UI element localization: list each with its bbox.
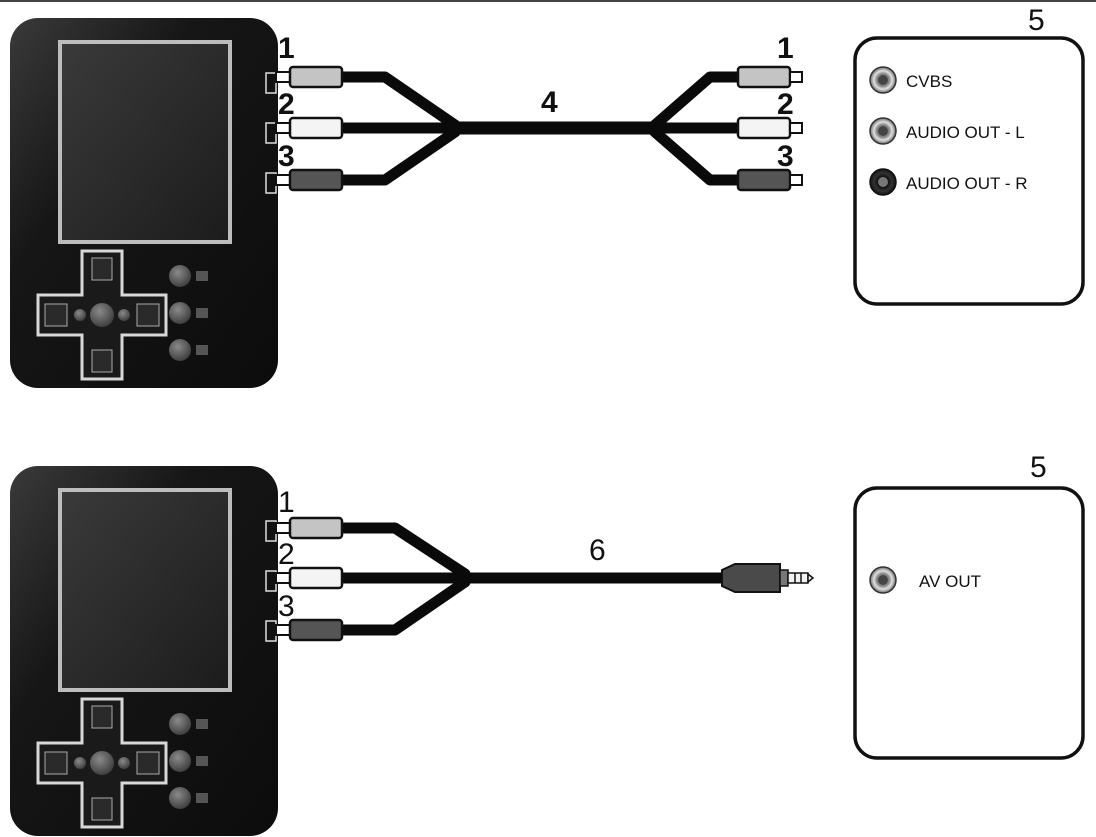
bottom-callout-plug3-device: 3 [278,590,295,623]
top-plug-2-device [275,116,344,140]
top-jack-audio-l-label: AUDIO OUT - L [906,123,1025,142]
top-callout-target: 5 [1028,4,1045,37]
top-jack-audio-r-label: AUDIO OUT - R [906,174,1028,193]
top-jack-cvbs: CVBS [869,66,952,94]
bottom-target-device: 5 AV OUT [853,451,1085,760]
top-callout-plug3-far: 3 [777,140,794,173]
bottom-plug-2-device [275,566,344,590]
top-plug-1-device [275,65,344,89]
top-jack-cvbs-label: CVBS [906,72,952,91]
top-target-device: 5 CVBS AUDIO OUT - L AUDIO OUT - R [853,4,1085,306]
top-callout-plug1-device: 1 [278,32,295,65]
top-callout-plug2-far: 2 [777,88,794,121]
top-callout-plug1-far: 1 [777,32,794,65]
bottom-callout-target: 5 [1030,451,1047,484]
top-callout-plug3-device: 3 [278,140,295,173]
bottom-handheld-device [8,464,280,837]
bottom-minijack-plug [721,563,815,593]
bottom-av-cable [334,522,734,636]
top-callout-cable: 4 [541,86,558,119]
top-plug-3-far [736,168,803,192]
top-border-line [0,0,1096,2]
bottom-jack-av-out: AV OUT [869,566,981,594]
bottom-callout-plug1-device: 1 [278,486,295,519]
bottom-callout-cable: 6 [589,534,606,567]
bottom-diagram: 1 2 3 6 5 AV OUT [8,451,1085,837]
top-callout-plug2-device: 2 [278,88,295,121]
top-diagram: 1 2 3 4 1 2 3 5 CVBS AUDIO OUT - L AUD [8,4,1085,390]
bottom-plug-3-device [275,618,344,642]
bottom-plug-1-device [275,516,344,540]
top-jack-audio-r: AUDIO OUT - R [869,168,1028,196]
top-plug-2-far [736,116,803,140]
top-av-cable [334,71,746,186]
top-handheld-device [8,16,280,390]
top-plug-1-far [736,65,803,89]
top-jack-audio-l: AUDIO OUT - L [869,117,1025,145]
bottom-callout-plug2-device: 2 [278,538,295,571]
bottom-jack-av-out-label: AV OUT [919,572,981,591]
top-plug-3-device [275,168,344,192]
